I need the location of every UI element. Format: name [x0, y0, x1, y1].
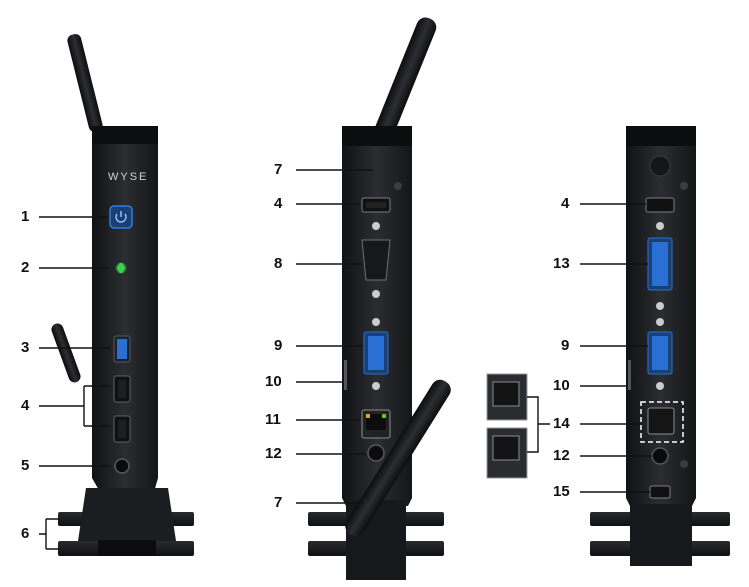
ethernet-insets [486, 373, 528, 479]
rear-right-callout-lines [527, 203, 652, 493]
callout-number: 11 [265, 411, 281, 428]
callout-number: 9 [561, 337, 570, 354]
callout-number: 4 [21, 397, 30, 414]
antenna-icon [345, 379, 451, 537]
callout-number: 5 [21, 457, 30, 474]
callout-number: 12 [265, 445, 282, 462]
callout-number: 3 [21, 339, 30, 356]
callout-number: 6 [21, 525, 30, 542]
front-body [92, 126, 158, 492]
brand-logo-text: WYSE [108, 171, 149, 183]
dc-power-jack[interactable] [651, 447, 669, 465]
front-stand [58, 488, 194, 556]
front-callout-lines [39, 216, 110, 550]
callout-number: 13 [553, 255, 570, 272]
rear-body-right [626, 126, 696, 506]
callout-number: 4 [274, 195, 283, 212]
front-view [51, 34, 194, 556]
rear-view-right [590, 126, 730, 566]
security-slot [628, 360, 631, 390]
callout-number: 4 [561, 195, 570, 212]
rear-view-left [308, 17, 451, 580]
callout-number: 2 [21, 259, 30, 276]
antenna-icon [51, 323, 81, 383]
callout-number: 12 [553, 447, 570, 464]
callout-number: 10 [265, 373, 282, 390]
rear-body-left [342, 126, 412, 506]
antenna-icon [67, 34, 103, 132]
callout-number: 1 [21, 208, 30, 225]
audio-jack[interactable] [114, 458, 130, 474]
power-icon [115, 211, 127, 223]
usb-port[interactable] [649, 485, 671, 499]
usb-port[interactable] [645, 197, 675, 213]
security-slot [344, 360, 347, 390]
callout-number: 7 [274, 161, 283, 178]
serial-port[interactable] [361, 239, 391, 281]
ethernet-port[interactable] [647, 407, 675, 435]
rear-left-callout-lines [296, 169, 373, 504]
callout-number: 7 [274, 494, 283, 511]
callout-number: 15 [553, 483, 570, 500]
callout-number: 10 [553, 377, 570, 394]
callout-number: 14 [553, 415, 570, 432]
dc-power-jack[interactable] [367, 444, 385, 462]
callout-number: 8 [274, 255, 283, 272]
callout-number: 9 [274, 337, 283, 354]
